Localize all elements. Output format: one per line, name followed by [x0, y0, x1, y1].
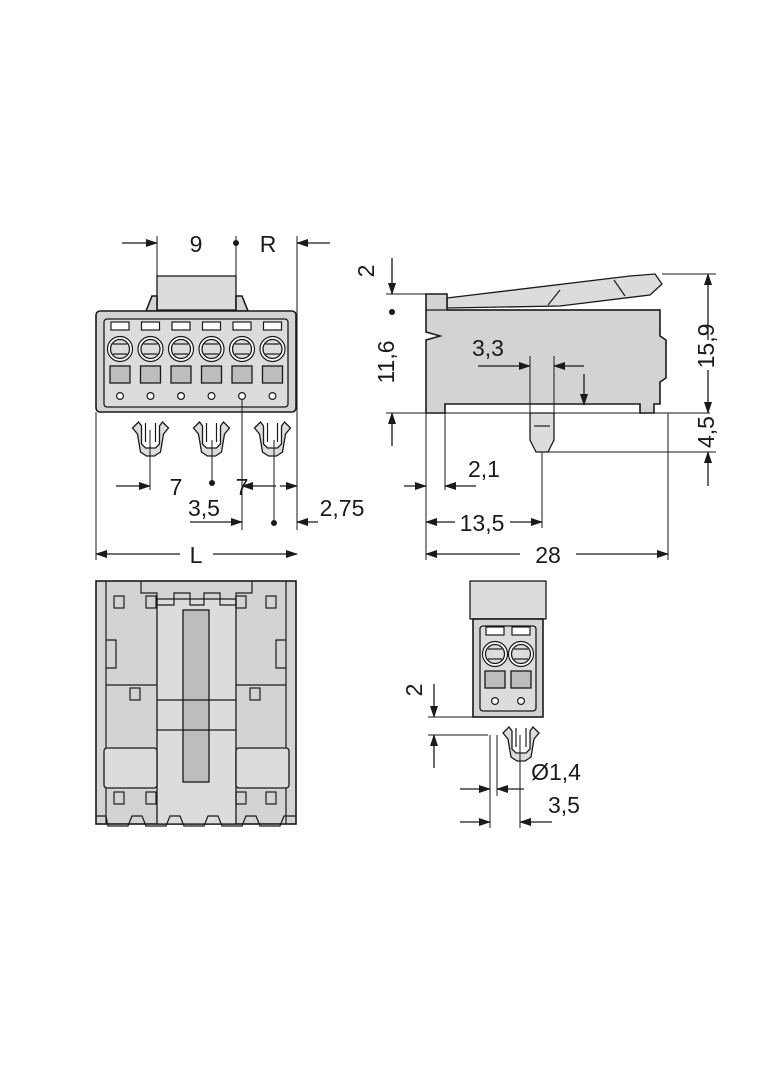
test-port-icon: [177, 392, 186, 401]
front-inner-panel: [103, 318, 289, 408]
bottom-slot-5: [113, 791, 125, 805]
front-top-tab: [156, 275, 237, 311]
dimension-3-5: 3,5: [188, 495, 220, 521]
small-pole-group: [481, 626, 540, 762]
bottom-slot-10: [249, 687, 261, 701]
pole-6: [253, 321, 292, 457]
dimension-3-3: 3,3: [472, 335, 504, 361]
test-port-icon: [238, 392, 247, 401]
side-view: [389, 273, 667, 453]
side-lever: [446, 273, 663, 309]
dimension-2-1: 2,1: [468, 456, 500, 482]
small-view: [469, 580, 547, 762]
pole-small-1: [481, 626, 509, 705]
front-dimensions: 9 R 7 7 3,5 2,75 L: [95, 231, 365, 568]
dimension-small-2: 2: [401, 684, 427, 697]
test-port-icon: [268, 392, 277, 401]
bottom-center-rib: [182, 609, 210, 783]
dimension-7-left: 7: [170, 474, 183, 500]
front-pole-group: [106, 321, 292, 457]
dimension-r: R: [260, 231, 277, 257]
bottom-slot-8: [235, 791, 247, 805]
dimension-11-6: 11,6: [373, 340, 399, 383]
dimension-2-75: 2,75: [320, 495, 365, 521]
pole-3: [167, 321, 195, 401]
dimension-4-5: 4,5: [693, 416, 719, 448]
dimension-l: L: [190, 542, 203, 568]
dimension-15-9: 15,9: [693, 324, 719, 369]
bottom-slot-4: [235, 595, 247, 609]
pole-1: [106, 321, 134, 401]
test-port-icon: [491, 696, 500, 705]
small-dimensions: 2 Ø1,4 3,5: [401, 684, 581, 828]
bottom-slot-7: [145, 791, 157, 805]
pole-4: [192, 321, 231, 457]
side-housing: [425, 293, 667, 414]
bottom-slot-6: [265, 791, 277, 805]
small-top-tab: [469, 580, 547, 620]
front-view: [95, 275, 297, 457]
side-dimensions: 2 11,6 3,3 15,9 4,5 2,1 13,5 28: [353, 258, 719, 568]
dimension-7-right: 7: [236, 474, 249, 500]
test-port-icon: [146, 392, 155, 401]
dimension-13-5: 13,5: [460, 510, 505, 536]
bottom-view: [95, 580, 297, 827]
dimension-side-2: 2: [353, 265, 379, 278]
test-port-icon: [516, 696, 525, 705]
bottom-slot-3: [145, 595, 157, 609]
dimension-pin-diameter: Ø1,4: [531, 759, 581, 785]
dimension-28: 28: [535, 542, 561, 568]
pole-small-2: [502, 626, 540, 762]
bottom-slot-1: [113, 595, 125, 609]
test-port-icon: [115, 392, 124, 401]
pole-2: [131, 321, 170, 457]
bottom-square-group: [113, 595, 277, 805]
dimension-small-3-5: 3,5: [548, 792, 580, 818]
bottom-slot-9: [129, 687, 141, 701]
side-pin: [529, 412, 555, 453]
pole-5: [228, 321, 256, 401]
test-port-icon: [207, 392, 216, 401]
dimension-9: 9: [190, 231, 203, 257]
bottom-slot-2: [265, 595, 277, 609]
